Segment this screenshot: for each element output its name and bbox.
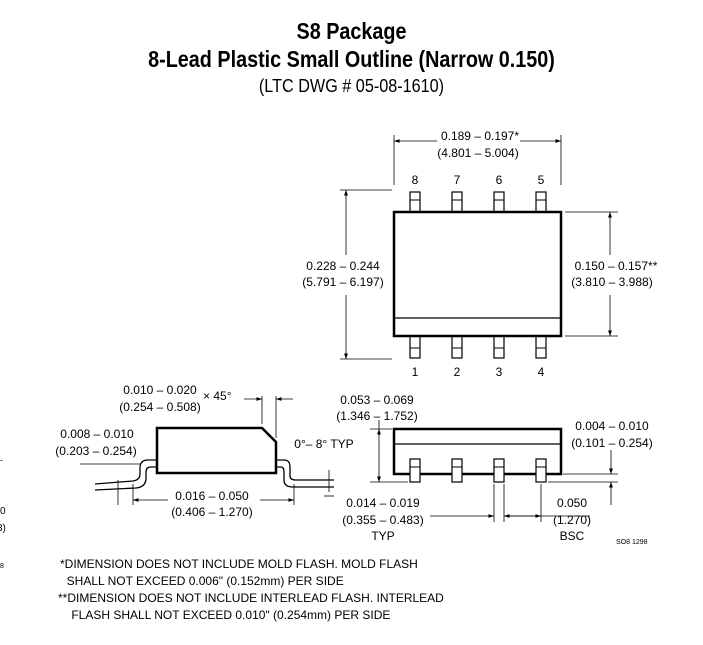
edge-fragment: - xyxy=(0,455,3,465)
front-lead xyxy=(451,458,463,483)
top-view-labels: 0.189 – 0.197* (4.801 – 5.004) 0.228 – 0… xyxy=(302,129,657,379)
lead-width-mm: (0.355 – 0.483) xyxy=(342,513,423,527)
pin-number: 3 xyxy=(496,365,503,379)
front-view xyxy=(370,420,618,522)
top-view xyxy=(340,135,618,360)
side-view xyxy=(80,396,334,505)
foot-angle: 0°– 8° TYP xyxy=(294,437,353,451)
length-mm: (4.801 – 5.004) xyxy=(437,146,518,160)
package-body-top-view xyxy=(392,210,563,338)
pin-number: 4 xyxy=(538,365,545,379)
chamfer-angle: × 45° xyxy=(203,389,232,403)
drawing-number: (LTC DWG # 05-08-1610) xyxy=(258,76,445,96)
bottom-lead xyxy=(409,335,421,359)
package-body-side-view xyxy=(155,426,278,475)
foot-length-mm: (0.406 – 1.270) xyxy=(171,505,252,519)
edge-fragment: 0 xyxy=(0,506,6,517)
document-code: SO8 1298 xyxy=(616,539,648,546)
pin-number: 7 xyxy=(454,173,461,187)
top-lead xyxy=(451,191,463,213)
foot-length-inches: 0.016 – 0.050 xyxy=(175,489,249,503)
height-inches: 0.053 – 0.069 xyxy=(340,393,414,407)
note-interlead-flash: **DIMENSION DOES NOT INCLUDE INTERLEAD F… xyxy=(58,591,444,622)
overall-width-mm: (5.791 – 6.197) xyxy=(302,275,383,289)
front-lead xyxy=(535,458,547,483)
package-body-front-view xyxy=(392,427,563,476)
pin-number: 8 xyxy=(412,173,419,187)
front-view-labels: 0.053 – 0.069 (1.346 – 1.752) 0.004 – 0.… xyxy=(336,393,652,546)
side-view-labels: 0.010 – 0.020 (0.254 – 0.508) × 45° 0.00… xyxy=(55,383,353,519)
pin-number: 2 xyxy=(454,365,461,379)
top-lead xyxy=(409,191,421,213)
pin-number: 1 xyxy=(412,365,419,379)
front-lead xyxy=(409,458,421,483)
body-width-inches: 0.150 – 0.157** xyxy=(575,259,658,273)
standoff-mm: (0.101 – 0.254) xyxy=(571,436,652,450)
pitch-mm: (1.270) xyxy=(553,513,591,527)
pin-number: 5 xyxy=(538,173,545,187)
pitch-suffix: BSC xyxy=(560,529,585,543)
lead-thickness-mm: (0.203 – 0.254) xyxy=(55,444,136,458)
top-lead xyxy=(493,191,505,213)
note-mold-flash: *DIMENSION DOES NOT INCLUDE MOLD FLASH. … xyxy=(60,557,418,588)
pin-number: 6 xyxy=(496,173,503,187)
edge-fragments: - 0 3) 8 xyxy=(0,455,6,570)
chamfer-mm: (0.254 – 0.508) xyxy=(119,400,200,414)
overall-width-inches: 0.228 – 0.244 xyxy=(306,259,380,273)
body-width-mm: (3.810 – 3.988) xyxy=(571,275,652,289)
front-lead xyxy=(493,458,505,483)
bottom-lead xyxy=(535,335,547,359)
lead-width-inches: 0.014 – 0.019 xyxy=(346,496,420,510)
pitch-inches: 0.050 xyxy=(557,496,587,510)
top-lead xyxy=(535,191,547,213)
height-mm: (1.346 – 1.752) xyxy=(336,409,417,423)
bottom-lead xyxy=(451,335,463,359)
package-title: S8 Package xyxy=(296,18,407,44)
edge-fragment: 3) xyxy=(0,523,6,534)
lead-width-suffix: TYP xyxy=(371,529,394,543)
standoff-inches: 0.004 – 0.010 xyxy=(575,419,649,433)
lead-thickness-inches: 0.008 – 0.010 xyxy=(60,427,134,441)
length-inches: 0.189 – 0.197* xyxy=(441,129,519,143)
edge-fragment: 8 xyxy=(0,563,4,570)
bottom-lead xyxy=(493,335,505,359)
package-subtitle: 8-Lead Plastic Small Outline (Narrow 0.1… xyxy=(148,46,555,72)
chamfer-inches: 0.010 – 0.020 xyxy=(123,383,197,397)
